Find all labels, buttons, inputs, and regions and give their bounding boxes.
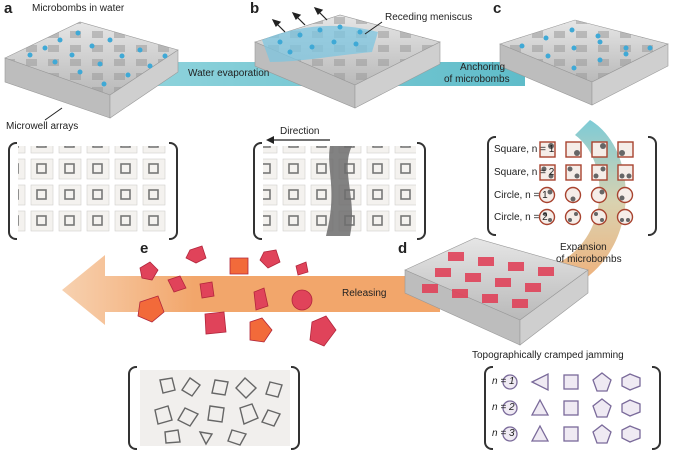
bracket-c-right (648, 136, 657, 236)
c-row-label: Square, n = 1 (494, 144, 555, 155)
releasing-label: Releasing (342, 288, 387, 299)
d-row-label: n = 1 (492, 376, 515, 387)
slab-b (254, 14, 441, 109)
panel-letter-b: b (250, 0, 260, 17)
panel-letter-a: a (4, 0, 13, 17)
bracket-d-right (652, 366, 661, 450)
c-row-label: Circle, n = 2 (494, 212, 548, 223)
c-row-label: Circle, n = 1 (494, 190, 548, 201)
expansion-curve (560, 120, 626, 285)
slab-d (404, 237, 589, 346)
meniscus-pointer (364, 21, 383, 35)
micrograph-a (18, 146, 168, 236)
receding-meniscus-label: Receding meniscus (385, 12, 473, 23)
bracket-a-left (8, 142, 17, 240)
bracket-a-right (169, 142, 178, 240)
panel-letter-d: d (398, 240, 408, 257)
d-row-label: n = 2 (492, 402, 515, 413)
panel-letter-e: e (140, 240, 149, 257)
slab-c (499, 19, 669, 106)
slab-a (4, 21, 179, 119)
bracket-b-right (417, 142, 426, 240)
anchoring-label-line1: Anchoring (460, 62, 506, 73)
cramped-jamming-label: Topographically cramped jamming (472, 350, 624, 361)
water-evaporation-label: Water evaporation (188, 68, 270, 79)
d-shape-grid (502, 372, 641, 444)
c-row-label: Square, n = 2 (494, 167, 555, 178)
panel-letter-c: c (493, 0, 502, 17)
direction-label: Direction (280, 126, 320, 137)
bracket-b-left (253, 142, 262, 240)
expansion-label-line2: of microbombs (556, 254, 622, 265)
expansion-label-line1: Expansion (560, 242, 607, 253)
bracket-e-right (291, 366, 300, 450)
anchoring-label-line2: of microbombs (444, 74, 510, 85)
bracket-e-left (128, 366, 137, 450)
d-row-label: n = 3 (492, 428, 515, 439)
released-microbombs (137, 245, 337, 347)
meniscus-arrows (271, 7, 328, 33)
microwell-pointer (44, 107, 63, 121)
bracket-c-left (487, 136, 496, 236)
microbomb-beads (27, 24, 653, 87)
microwell-arrays-label: Microwell arrays (6, 121, 79, 132)
microbombs-in-water-label: Microbombs in water (32, 3, 125, 14)
